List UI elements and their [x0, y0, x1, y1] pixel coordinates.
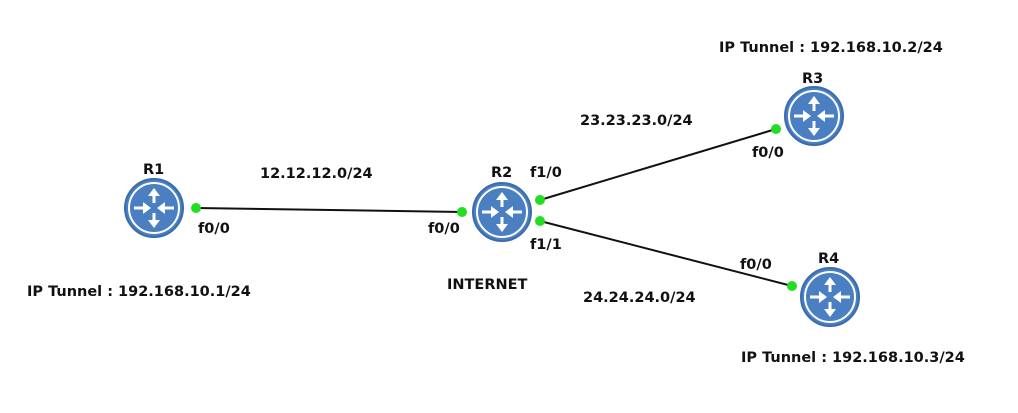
tunnel-label-r3: IP Tunnel : 192.168.10.2/24: [719, 40, 943, 56]
port-label-r2-f0-0: f0/0: [428, 221, 460, 237]
port-dot-r2-f1-1: [535, 216, 545, 226]
port-dot-r1-f0-0: [191, 203, 201, 213]
port-label-r4-f0-0: f0/0: [740, 257, 772, 273]
link-r1-r2: [195, 207, 463, 213]
port-label-r1-f0-0: f0/0: [198, 221, 230, 237]
router-r3[interactable]: [783, 85, 845, 147]
router-r4-name: R4: [818, 251, 839, 267]
router-r1-name: R1: [143, 162, 164, 178]
internet-label: INTERNET: [447, 277, 528, 293]
router-r3-name: R3: [802, 71, 823, 87]
port-dot-r2-f1-0: [535, 195, 545, 205]
router-r4[interactable]: [799, 266, 861, 328]
router-r2-name: R2: [491, 165, 512, 181]
port-label-r2-f1-1: f1/1: [530, 237, 562, 253]
port-dot-r3-f0-0: [771, 124, 781, 134]
link-r2-r3: [539, 128, 777, 201]
network-label-r1-r2: 12.12.12.0/24: [260, 166, 373, 182]
port-dot-r4-f0-0: [787, 281, 797, 291]
router-r2[interactable]: [471, 181, 533, 243]
port-dot-r2-f0-0: [457, 207, 467, 217]
link-r2-r4: [539, 220, 793, 287]
port-label-r3-f0-0: f0/0: [752, 145, 784, 161]
port-label-r2-f1-0: f1/0: [530, 165, 562, 181]
tunnel-label-r4: IP Tunnel : 192.168.10.3/24: [741, 350, 965, 366]
router-r1[interactable]: [123, 177, 185, 239]
tunnel-label-r1: IP Tunnel : 192.168.10.1/24: [27, 284, 251, 300]
network-label-r2-r4: 24.24.24.0/24: [583, 290, 696, 306]
network-label-r2-r3: 23.23.23.0/24: [580, 113, 693, 129]
